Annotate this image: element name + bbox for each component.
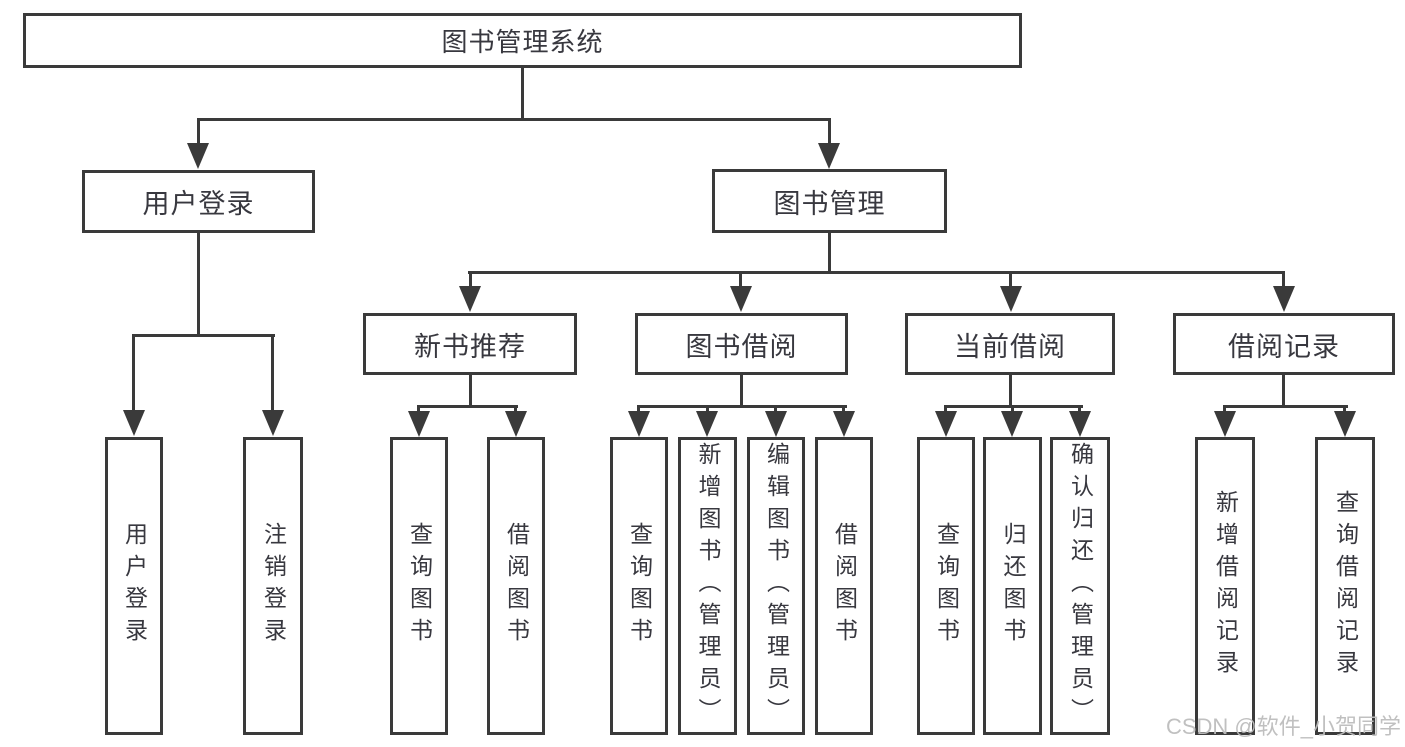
arrow-down-icon [262,410,284,436]
arrow-down-icon [1069,411,1091,437]
edge-to-leaf-line [1011,408,1014,412]
leaf-user-login: 用户登录 [105,437,163,735]
book-management-branch-line [468,271,1285,274]
node-label: 新增借阅记录 [1212,490,1239,682]
leaf-query-books: 查询图书 [610,437,668,735]
current-borrow-trunk-line [1009,375,1012,408]
arrow-down-icon [505,411,527,437]
node-book-management: 图书管理 [712,169,947,233]
edge-to-leaf-line [774,408,777,412]
node-label: 当前借阅 [954,331,1066,362]
node-label: 借阅图书 [831,522,858,650]
book-borrow-trunk-line [740,375,743,408]
new-book-trunk-line [469,375,472,408]
edge-to-leaf-line [514,408,517,412]
leaf-query-books: 查询图书 [917,437,975,735]
leaf-add-borrow-record: 新增借阅记录 [1195,437,1255,735]
node-book-borrow: 图书借阅 [635,313,848,375]
arrow-down-icon [765,411,787,437]
node-label: 图书管理系统 [441,27,604,57]
arrow-down-icon [696,411,718,437]
edge-to-leaf-line [637,408,640,412]
node-label: 用户登录 [142,189,255,219]
edge-to-leaf-line [1343,408,1346,412]
edge-to-book-management-line [828,121,831,144]
arrow-down-icon [935,411,957,437]
edge-to-leaf-line [706,408,709,412]
node-label: 查询借阅记录 [1332,490,1359,682]
arrow-down-icon [1334,411,1356,437]
node-label: 借阅图书 [503,522,530,650]
edge-to-leaf-line [842,408,845,412]
borrow-record-trunk-line [1282,375,1285,408]
node-label: 确认归还（管理员） [1067,442,1094,730]
csdn-watermark: CSDN @软件_小贺同学 [1165,714,1401,739]
user-login-trunk-line [197,233,200,337]
arrow-down-icon [123,410,145,436]
node-label: 查询图书 [626,522,653,650]
edge-to-leaf-line [132,337,135,410]
node-label: 图书管理 [773,188,886,219]
arrow-down-icon [1000,286,1022,312]
node-label: 查询图书 [406,522,433,650]
node-label: 查询图书 [933,522,960,650]
book-management-trunk-line [828,233,831,274]
edge-to-leaf-line [1223,408,1226,412]
edge-to-leaf-line [1078,408,1081,412]
leaf-confirm-return-admin: 确认归还（管理员） [1050,437,1110,735]
edge-to-book-borrow-line [739,274,742,286]
edge-to-user-login-line [197,121,200,144]
root-branch-line [197,118,831,121]
current-borrow-branch-line [944,405,1083,408]
node-current-borrow: 当前借阅 [905,313,1115,375]
edge-to-leaf-line [271,337,274,410]
arrow-down-icon [730,286,752,312]
node-label: 注销登录 [260,522,287,650]
book-borrow-branch-line [637,405,847,408]
arrow-down-icon [408,411,430,437]
node-user-login: 用户登录 [82,170,315,233]
edge-to-borrow-record-line [1282,274,1285,286]
arrow-down-icon [1273,286,1295,312]
leaf-query-books: 查询图书 [390,437,448,735]
user-login-branch-line [132,334,275,337]
leaf-return-books: 归还图书 [983,437,1042,735]
arrow-down-icon [187,143,209,169]
arrow-down-icon [1214,411,1236,437]
leaf-edit-books-admin: 编辑图书（管理员） [747,437,805,735]
arrow-down-icon [459,286,481,312]
new-book-branch-line [417,405,518,408]
root-trunk-line [521,68,524,121]
node-new-book-recommend: 新书推荐 [363,313,577,375]
node-label: 编辑图书（管理员） [763,442,790,730]
leaf-query-borrow-record: 查询借阅记录 [1315,437,1375,735]
node-label: 新增图书（管理员） [695,442,721,730]
arrow-down-icon [628,411,650,437]
node-label: 图书借阅 [685,331,798,362]
node-borrow-record: 借阅记录 [1173,313,1395,375]
leaf-borrow-books: 借阅图书 [815,437,873,735]
edge-to-new-book-line [469,274,472,286]
edge-to-current-borrow-line [1009,274,1012,286]
arrow-down-icon [833,411,855,437]
arrow-down-icon [818,143,840,169]
node-label: 借阅记录 [1228,331,1340,362]
node-library-management-system: 图书管理系统 [23,13,1022,68]
arrow-down-icon [1001,411,1023,437]
edge-to-leaf-line [417,408,420,412]
edge-to-leaf-line [944,408,947,412]
leaf-logout: 注销登录 [243,437,303,735]
node-label: 新书推荐 [414,331,526,362]
node-label: 用户登录 [121,522,148,650]
node-label: 归还图书 [1000,522,1026,650]
leaf-add-books-admin: 新增图书（管理员） [678,437,737,735]
borrow-record-branch-line [1223,405,1348,408]
leaf-borrow-books: 借阅图书 [487,437,545,735]
